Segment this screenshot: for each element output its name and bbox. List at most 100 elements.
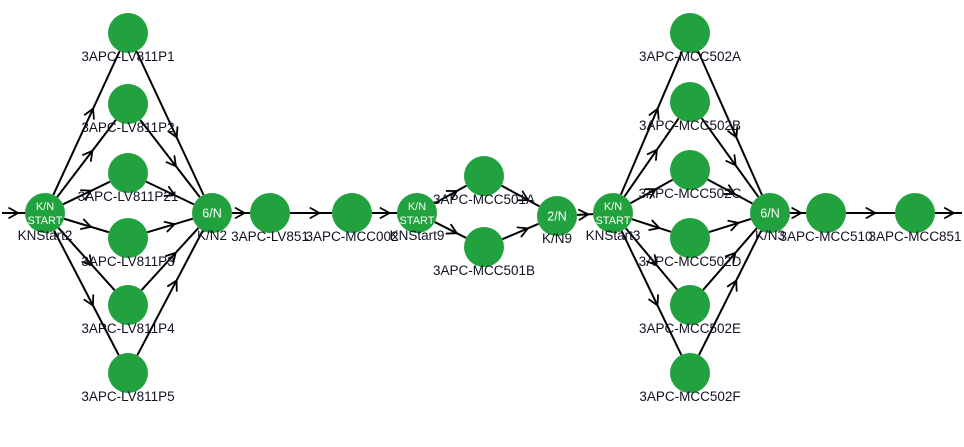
node-mcc502e[interactable] xyxy=(670,285,710,325)
node-label-lv811p4: 3APC-LV811P4 xyxy=(81,321,175,336)
node-lv811p4[interactable] xyxy=(108,285,148,325)
node-label-mcc502b: 3APC-MCC502B xyxy=(639,118,741,133)
node-circle-mcc502e[interactable] xyxy=(670,285,710,325)
node-mcc502c[interactable] xyxy=(670,150,710,190)
edge-mcc502e-kn3 xyxy=(702,227,758,291)
node-inner-text-knstart3-line1: K/N xyxy=(604,201,622,213)
node-circle-mcc502c[interactable] xyxy=(670,150,710,190)
node-label-kn2: K/N2 xyxy=(197,228,227,243)
node-circle-kn3[interactable] xyxy=(750,193,790,233)
edge-knstart3-mcc502a xyxy=(619,50,684,196)
node-kn2[interactable]: 6/N xyxy=(192,193,232,233)
node-label-lv811p21: 3APC-LV811P21 xyxy=(78,189,179,204)
node-label-lv811p5: 3APC-LV811P5 xyxy=(81,389,174,404)
node-circle-lv811p3[interactable] xyxy=(108,218,148,258)
node-circle-knstart2[interactable] xyxy=(25,193,65,233)
node-circle-mcc851[interactable] xyxy=(895,193,935,233)
node-label-mcc502e: 3APC-MCC502E xyxy=(639,321,741,336)
edge-mcc501a-kn9 xyxy=(501,184,540,208)
node-inner-text-kn3: 6/N xyxy=(760,206,779,220)
node-lv851[interactable] xyxy=(250,193,290,233)
edge-layer xyxy=(2,50,962,356)
node-circle-lv811p21[interactable] xyxy=(108,153,148,193)
edge-entry-knstart2 xyxy=(2,207,25,219)
node-mcc502f[interactable] xyxy=(670,353,710,393)
edge-lv811p2-kn2 xyxy=(139,119,201,198)
edge-kn2-lv851 xyxy=(232,207,250,219)
node-inner-text-knstart9-line1: K/N xyxy=(408,201,426,213)
node-lv811p5[interactable] xyxy=(108,353,148,393)
node-inner-text-knstart2-line2: START xyxy=(27,215,62,227)
node-knstart9[interactable]: K/N START xyxy=(397,193,437,233)
edge-lv851-mcc002 xyxy=(290,207,332,219)
edge-knstart2-lv811p21 xyxy=(62,180,111,206)
node-lv811p3[interactable] xyxy=(108,218,148,258)
edge-knstart3-mcc502f xyxy=(620,230,683,356)
node-mcc501b[interactable] xyxy=(464,227,504,267)
node-mcc002[interactable] xyxy=(332,193,372,233)
edge-mcc510-mcc851 xyxy=(846,207,895,219)
node-circle-lv811p1[interactable] xyxy=(108,13,148,53)
node-circle-lv811p4[interactable] xyxy=(108,285,148,325)
node-lv811p1[interactable] xyxy=(108,13,148,53)
node-kn3[interactable]: 6/N xyxy=(750,193,790,233)
node-circle-mcc002[interactable] xyxy=(332,193,372,233)
node-circle-knstart9[interactable] xyxy=(397,193,437,233)
node-circle-mcc502f[interactable] xyxy=(670,353,710,393)
node-mcc851[interactable] xyxy=(895,193,935,233)
edge-lv811p4-kn2 xyxy=(140,227,200,291)
node-circle-lv811p2[interactable] xyxy=(108,84,148,124)
edge-lv811p3-kn2 xyxy=(146,217,194,234)
node-label-knstart9: KNStart9 xyxy=(390,228,445,243)
node-circle-mcc502b[interactable] xyxy=(670,82,710,122)
node-kn9[interactable]: 2/N xyxy=(537,196,577,236)
edge-mcc002-knstart9 xyxy=(372,207,397,219)
node-label-mcc501a: 3APC-MCC501A xyxy=(433,192,535,207)
node-circle-mcc510[interactable] xyxy=(806,193,846,233)
edge-mcc851-exit xyxy=(935,207,962,219)
node-circle-lv851[interactable] xyxy=(250,193,290,233)
edge-knstart9-mcc501b xyxy=(434,221,467,239)
node-circle-lv811p5[interactable] xyxy=(108,353,148,393)
node-inner-text-kn9: 2/N xyxy=(547,209,566,223)
node-label-mcc502a: 3APC-MCC502A xyxy=(639,49,741,64)
edge-knstart3-mcc502d xyxy=(631,218,672,233)
node-label-lv811p1: 3APC-LV811P1 xyxy=(81,49,174,64)
node-circle-mcc502d[interactable] xyxy=(670,218,710,258)
node-circle-mcc502a[interactable] xyxy=(670,13,710,53)
node-label-mcc502f: 3APC-MCC502F xyxy=(639,389,740,404)
edge-lv811p1-kn2 xyxy=(135,50,205,196)
edge-knstart2-lv811p3 xyxy=(63,217,110,234)
node-mcc502a[interactable] xyxy=(670,13,710,53)
node-mcc501a[interactable] xyxy=(464,156,504,196)
node-circle-kn9[interactable] xyxy=(537,196,577,236)
node-lv811p21[interactable] xyxy=(108,153,148,193)
node-mcc510[interactable] xyxy=(806,193,846,233)
edge-mcc502b-kn3 xyxy=(700,117,760,198)
node-inner-text-knstart2-line1: K/N xyxy=(36,201,54,213)
node-circle-knstart3[interactable] xyxy=(593,193,633,233)
edge-knstart2-lv811p2 xyxy=(56,119,117,198)
edge-mcc502a-kn3 xyxy=(697,50,763,196)
node-circle-kn2[interactable] xyxy=(192,193,232,233)
node-mcc502b[interactable] xyxy=(670,82,710,122)
edge-kn9-knstart3 xyxy=(576,208,594,221)
edge-knstart2-lv811p1 xyxy=(52,50,121,196)
edge-mcc502c-kn3 xyxy=(707,178,753,205)
edge-knstart2-lv811p5 xyxy=(53,230,120,356)
node-mcc502d[interactable] xyxy=(670,218,710,258)
node-circle-mcc501a[interactable] xyxy=(464,156,504,196)
node-label-mcc002: 3APC-MCC002 xyxy=(305,229,398,244)
node-label-kn9: K/N9 xyxy=(542,231,572,246)
node-circle-mcc501b[interactable] xyxy=(464,227,504,267)
edge-kn3-mcc510 xyxy=(790,207,806,219)
node-inner-text-knstart9-line2: START xyxy=(399,215,434,227)
node-lv811p2[interactable] xyxy=(108,84,148,124)
node-knstart2[interactable]: K/N START xyxy=(25,193,65,233)
edge-knstart3-mcc502e xyxy=(625,227,678,291)
edge-knstart2-lv811p4 xyxy=(57,227,116,291)
